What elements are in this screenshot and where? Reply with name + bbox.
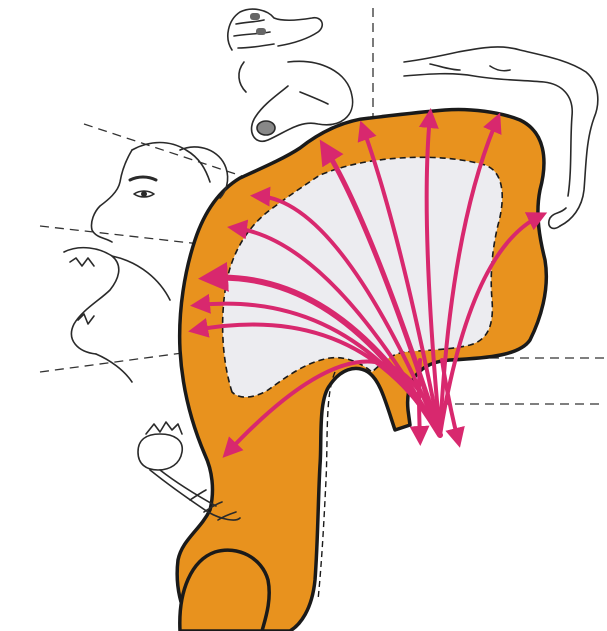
hand-finger-line-1: [236, 20, 264, 24]
fingernail: [256, 28, 266, 35]
ear-outline: [180, 147, 228, 198]
hand-finger-line-3: [238, 44, 274, 48]
fingernail: [250, 13, 260, 20]
guide-line-face-mouth: [40, 226, 200, 244]
thumbnail: [257, 121, 275, 135]
thumb-crease: [300, 92, 328, 104]
cheek-line: [112, 256, 170, 300]
upper-teeth: [70, 258, 94, 266]
chin-line: [96, 354, 132, 382]
foot: [549, 208, 566, 228]
larynx-top: [146, 422, 182, 434]
hand-wrist: [239, 62, 246, 92]
trachea-lower: [160, 470, 216, 506]
guide-line-mouth-throat: [40, 352, 190, 372]
hand-sketch: [228, 9, 322, 92]
pupil: [141, 191, 147, 197]
eyebrow: [130, 177, 156, 180]
leg-calf-detail: [490, 66, 510, 71]
leg-knee-detail: [430, 64, 460, 70]
face-profile: [91, 150, 132, 242]
hand-palm: [228, 9, 322, 50]
larynx: [138, 434, 182, 470]
projection-fiber-arrow: [419, 360, 420, 438]
